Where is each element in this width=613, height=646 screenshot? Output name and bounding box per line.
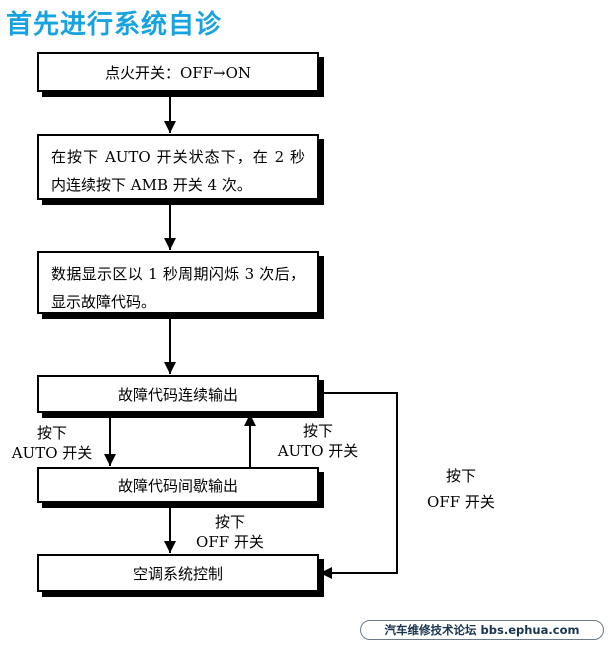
edge-label-to-continuous-line1: 按下 bbox=[302, 422, 333, 440]
node-display-flash: 数据显示区以 1 秒周期闪烁 3 次后，显示故障代码。 bbox=[37, 251, 319, 314]
node-display-flash-label: 数据显示区以 1 秒周期闪烁 3 次后，显示故障代码。 bbox=[51, 265, 305, 311]
page-title: 首先进行系统自诊 bbox=[6, 10, 223, 40]
node-code-intermittent-label: 故障代码间歇输出 bbox=[117, 476, 238, 495]
node-ignition: 点火开关：OFF→ON bbox=[37, 52, 319, 92]
edge-label-continuous-to-control-line1: 按下 bbox=[445, 467, 476, 485]
edge-label-intermittent-to-control: 按下 OFF 开关 bbox=[182, 512, 278, 552]
node-ac-control: 空调系统控制 bbox=[37, 554, 319, 592]
edge-label-to-intermittent-line2: AUTO 开关 bbox=[11, 444, 93, 462]
forum-watermark: 汽车维修技术论坛 bbs.ephua.com bbox=[360, 620, 604, 640]
edge-label-intermittent-to-control-line2: OFF 开关 bbox=[196, 533, 264, 551]
node-code-continuous: 故障代码连续输出 bbox=[37, 375, 319, 413]
edge-label-to-intermittent-line1: 按下 bbox=[36, 424, 67, 442]
node-ignition-label: 点火开关：OFF→ON bbox=[104, 63, 252, 82]
node-press-auto-label: 在按下 AUTO 开关状态下，在 2 秒内连续按下 AMB 开关 4 次。 bbox=[51, 148, 305, 194]
node-code-continuous-label: 故障代码连续输出 bbox=[117, 385, 238, 404]
edge-label-continuous-to-control: 按下 OFF 开关 bbox=[416, 463, 506, 515]
edge-label-to-continuous-line2: AUTO 开关 bbox=[277, 442, 359, 460]
node-press-auto: 在按下 AUTO 开关状态下，在 2 秒内连续按下 AMB 开关 4 次。 bbox=[37, 134, 319, 200]
edge-label-to-intermittent: 按下 AUTO 开关 bbox=[2, 423, 102, 463]
edge-label-continuous-to-control-line2: OFF 开关 bbox=[427, 493, 495, 511]
node-code-intermittent: 故障代码间歇输出 bbox=[37, 467, 319, 503]
edge-label-intermittent-to-control-line1: 按下 bbox=[214, 513, 245, 531]
node-ac-control-label: 空调系统控制 bbox=[132, 564, 223, 583]
arrow-continuous-to-control bbox=[320, 392, 398, 579]
edge-label-to-continuous: 按下 AUTO 开关 bbox=[268, 421, 368, 461]
